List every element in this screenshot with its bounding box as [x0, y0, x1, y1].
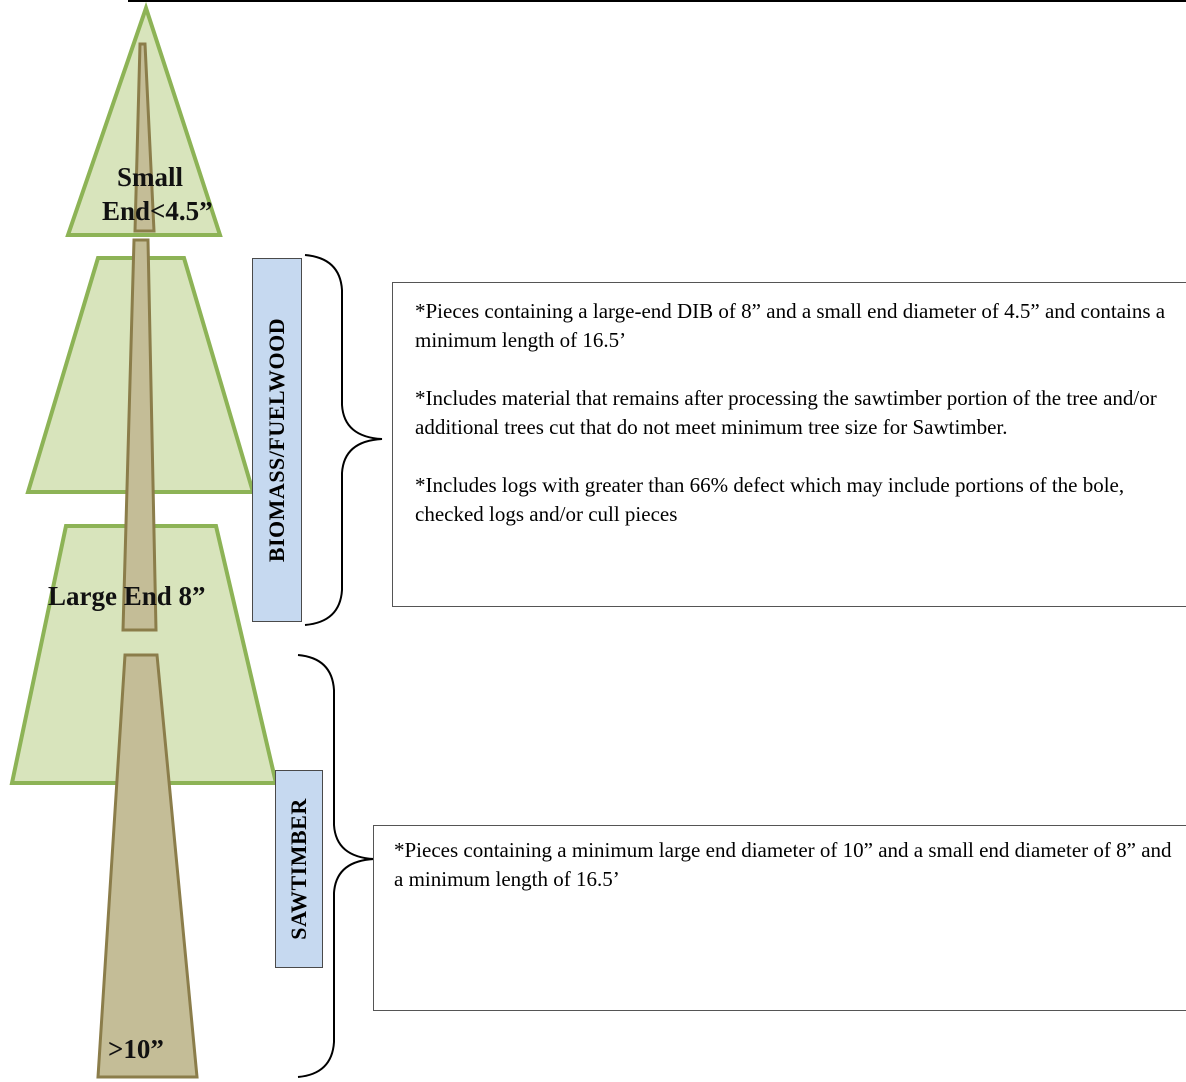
- bottom-trunk: [96, 653, 199, 1079]
- biomass-label-box: BIOMASS/FUELWOOD: [252, 258, 302, 622]
- sawtimber-note: *Pieces containing a minimum large end d…: [394, 838, 1172, 891]
- small-end-label: Small End<4.5”: [102, 162, 213, 226]
- large-end-label: Large End 8”: [48, 581, 206, 611]
- biomass-note: *Includes logs with greater than 66% def…: [415, 473, 1125, 526]
- base-diameter-label: >10”: [108, 1034, 164, 1064]
- sawtimber-info-box: *Pieces containing a minimum large end d…: [373, 825, 1186, 1011]
- biomass-info-box: *Pieces containing a large-end DIB of 8”…: [392, 282, 1186, 607]
- biomass-note: *Pieces containing a large-end DIB of 8”…: [415, 299, 1166, 352]
- biomass-brace: [304, 254, 383, 626]
- sawtimber-label-box: SAWTIMBER: [275, 770, 323, 968]
- biomass-note: *Includes material that remains after pr…: [415, 386, 1157, 439]
- biomass-title: BIOMASS/FUELWOOD: [264, 317, 289, 563]
- middle-trunk: [121, 238, 158, 632]
- top-trunk: [133, 42, 156, 233]
- sawtimber-title: SAWTIMBER: [286, 798, 311, 940]
